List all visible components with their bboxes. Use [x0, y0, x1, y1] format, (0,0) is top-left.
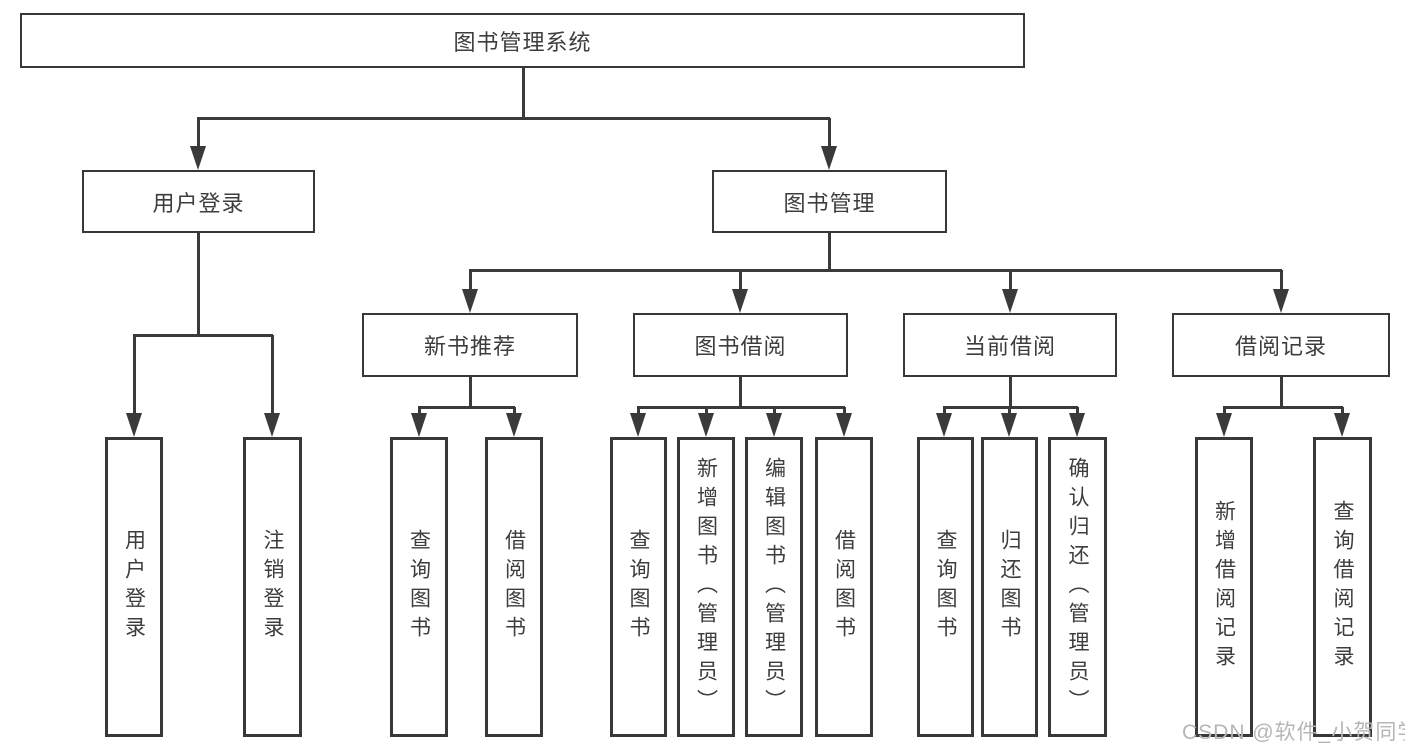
- leaf-logout: 注销登录: [243, 437, 302, 737]
- connector-line: [469, 375, 472, 409]
- leaf-query-books-borrowing-label: 查询图书: [627, 529, 650, 645]
- arrowhead-icon: [630, 413, 646, 437]
- arrowhead-icon: [190, 146, 206, 170]
- leaf-user-login-label: 用户登录: [122, 529, 146, 645]
- connector-line: [271, 335, 274, 415]
- connector-line: [418, 407, 421, 415]
- arrowhead-icon: [836, 413, 852, 437]
- arrowhead-icon: [936, 413, 952, 437]
- arrowhead-icon: [1001, 413, 1017, 437]
- arrowhead-icon: [732, 289, 748, 313]
- node-new-book-recommend-label: 新书推荐: [423, 334, 516, 359]
- connector-line: [1223, 407, 1226, 415]
- connector-line: [637, 407, 640, 415]
- connector-line: [133, 334, 273, 337]
- connector-line: [739, 270, 742, 292]
- leaf-query-borrow-record-label: 查询借阅记录: [1331, 500, 1354, 674]
- leaf-edit-book-admin-label: 编辑图书（管理员）: [762, 456, 786, 718]
- arrowhead-icon: [1002, 289, 1018, 313]
- connector-line: [828, 233, 831, 272]
- leaf-query-books-borrowing: 查询图书: [610, 437, 667, 737]
- arrowhead-icon: [126, 413, 142, 437]
- connector-line: [1280, 270, 1283, 292]
- node-borrowing-records-label: 借阅记录: [1234, 334, 1327, 359]
- connector-line: [197, 233, 200, 337]
- leaf-user-login: 用户登录: [105, 437, 163, 737]
- connector-line: [773, 407, 776, 415]
- watermark: CSDN @软件_小贺同学: [1182, 721, 1405, 744]
- leaf-logout-label: 注销登录: [261, 529, 284, 645]
- connector-line: [1008, 407, 1011, 415]
- connector-line: [637, 406, 845, 409]
- connector-line: [843, 407, 846, 415]
- arrowhead-icon: [1216, 413, 1232, 437]
- leaf-return-book: 归还图书: [981, 437, 1038, 737]
- connector-line: [197, 117, 830, 120]
- node-root: 图书管理系统: [20, 13, 1025, 68]
- node-user-login: 用户登录: [82, 170, 315, 233]
- leaf-add-borrow-record: 新增借阅记录: [1195, 437, 1253, 737]
- arrowhead-icon: [411, 413, 427, 437]
- node-book-management: 图书管理: [712, 170, 947, 233]
- node-new-book-recommend: 新书推荐: [362, 313, 578, 377]
- arrowhead-icon: [698, 413, 714, 437]
- arrowhead-icon: [264, 413, 280, 437]
- connector-line: [1076, 407, 1079, 415]
- connector-line: [1009, 375, 1012, 409]
- leaf-query-books-recommend: 查询图书: [390, 437, 448, 737]
- node-book-borrowing-label: 图书借阅: [694, 334, 787, 359]
- node-borrowing-records: 借阅记录: [1172, 313, 1390, 377]
- leaf-query-books-recommend-label: 查询图书: [407, 529, 431, 645]
- node-current-borrowing-label: 当前借阅: [963, 334, 1056, 359]
- connector-line: [522, 68, 525, 120]
- connector-line: [197, 118, 200, 152]
- leaf-query-books-current: 查询图书: [917, 437, 974, 737]
- leaf-confirm-return-admin: 确认归还（管理员）: [1048, 437, 1107, 737]
- arrowhead-icon: [1334, 413, 1350, 437]
- arrowhead-icon: [506, 413, 522, 437]
- leaf-borrow-books-borrowing: 借阅图书: [815, 437, 873, 737]
- node-current-borrowing: 当前借阅: [903, 313, 1117, 377]
- node-root-label: 图书管理系统: [453, 29, 592, 55]
- arrowhead-icon: [462, 289, 478, 313]
- connector-line: [1223, 406, 1343, 409]
- connector-line: [1009, 270, 1012, 292]
- connector-line: [469, 270, 472, 292]
- leaf-borrow-books-borrowing-label: 借阅图书: [832, 529, 856, 645]
- leaf-add-book-admin: 新增图书（管理员）: [677, 437, 735, 737]
- connector-line: [739, 375, 742, 409]
- connector-line: [469, 269, 1282, 272]
- connector-line: [513, 407, 516, 415]
- leaf-add-book-admin-label: 新增图书（管理员）: [694, 456, 718, 718]
- connector-line: [943, 406, 1078, 409]
- arrowhead-icon: [821, 146, 837, 170]
- leaf-add-borrow-record-label: 新增借阅记录: [1212, 500, 1236, 674]
- arrowhead-icon: [1273, 289, 1289, 313]
- leaf-return-book-label: 归还图书: [998, 529, 1021, 645]
- connector-line: [1341, 407, 1344, 415]
- leaf-confirm-return-admin-label: 确认归还（管理员）: [1066, 456, 1089, 718]
- connector-line: [418, 406, 515, 409]
- leaf-query-books-current-label: 查询图书: [934, 529, 957, 645]
- node-user-login-label: 用户登录: [152, 190, 245, 216]
- connector-line: [705, 407, 708, 415]
- leaf-borrow-books-recommend: 借阅图书: [485, 437, 543, 737]
- arrowhead-icon: [1069, 413, 1085, 437]
- node-book-management-label: 图书管理: [783, 190, 876, 216]
- leaf-edit-book-admin: 编辑图书（管理员）: [745, 437, 803, 737]
- leaf-query-borrow-record: 查询借阅记录: [1313, 437, 1372, 737]
- connector-line: [828, 118, 831, 152]
- leaf-borrow-books-recommend-label: 借阅图书: [502, 529, 526, 645]
- node-book-borrowing: 图书借阅: [633, 313, 848, 377]
- arrowhead-icon: [766, 413, 782, 437]
- connector-line: [943, 407, 946, 415]
- connector-line: [1280, 375, 1283, 409]
- connector-line: [133, 335, 136, 415]
